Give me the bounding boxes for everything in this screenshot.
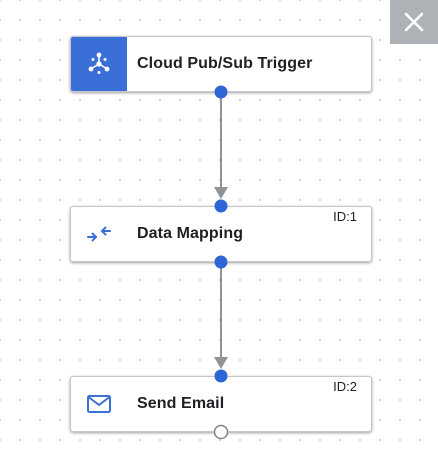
close-icon <box>404 12 424 32</box>
data-mapping-icon <box>87 226 111 242</box>
node-icon-container <box>71 377 127 431</box>
node-id-label: ID:2 <box>333 379 357 394</box>
node-send-email[interactable]: ID:2 Send Email <box>70 376 372 432</box>
node-label: Cloud Pub/Sub Trigger <box>137 55 313 72</box>
pubsub-icon <box>88 52 110 74</box>
node-label: Send Email <box>137 395 225 412</box>
node-id-label: ID:1 <box>333 209 357 224</box>
node-icon-container <box>71 37 127 91</box>
edge-mapping-to-email[interactable] <box>214 263 228 369</box>
edge-trigger-to-mapping[interactable] <box>214 93 228 199</box>
close-button[interactable] <box>390 0 438 44</box>
node-data-mapping[interactable]: ID:1 Data Mapping <box>70 206 372 262</box>
node-icon-container <box>71 207 127 261</box>
node-label: Data Mapping <box>137 225 244 242</box>
email-icon <box>87 395 111 413</box>
node-cloud-pubsub-trigger[interactable]: Cloud Pub/Sub Trigger <box>70 36 372 92</box>
